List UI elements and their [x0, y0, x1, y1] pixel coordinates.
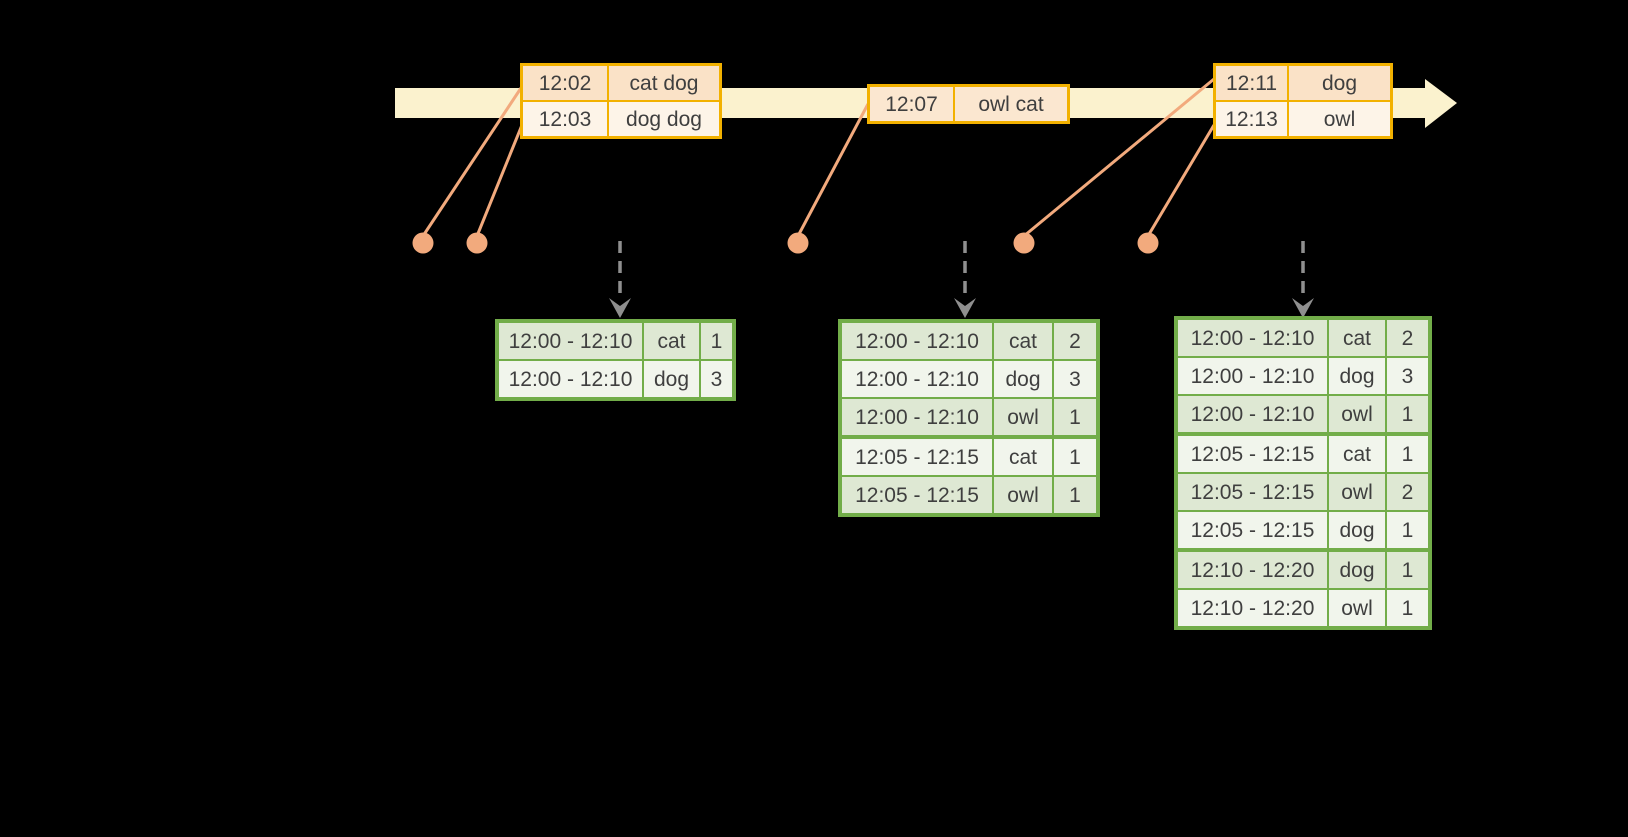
event-connector-line [1146, 124, 1216, 237]
result-count-cell: 2 [1401, 326, 1414, 350]
timeline-arrowhead-icon [1425, 79, 1457, 128]
result-window-cell: 12:00 - 12:10 [842, 361, 994, 397]
result-count-cell: 1 [710, 329, 723, 353]
event-connector-line [421, 87, 523, 237]
event-words-cell: owl cat [978, 92, 1044, 116]
event-table: 12:02 cat dog 12:03 dog dog [520, 63, 722, 139]
event-connector-line [1023, 77, 1215, 238]
result-key-cell: cat [994, 439, 1054, 475]
event-row: 12:07 owl cat [870, 87, 1067, 121]
event-words-cell: dog [1321, 71, 1358, 95]
result-window-cell: 12:00 - 12:10 [1178, 358, 1329, 394]
result-key-cell: cat [644, 323, 701, 359]
result-window-cell: 12:05 - 12:15 [842, 477, 994, 513]
event-connector-line [796, 103, 870, 237]
result-count-cell: 1 [1401, 402, 1414, 426]
result-window-cell: 12:10 - 12:20 [1178, 590, 1329, 626]
result-count-cell: 1 [1069, 483, 1081, 507]
result-count-cell: 1 [1401, 518, 1414, 542]
result-window-cell: 12:00 - 12:10 [499, 361, 644, 397]
trigger-arrowhead-icon [609, 298, 631, 318]
result-count-cell: 2 [1069, 329, 1081, 353]
event-dot [412, 232, 434, 254]
result-key-cell: owl [994, 399, 1054, 435]
result-key-cell: dog [1329, 512, 1387, 548]
result-count-cell: 1 [1401, 596, 1414, 620]
result-key-cell: cat [1329, 436, 1387, 472]
event-time-cell: 12:13 [1216, 102, 1289, 136]
event-time-cell: 12:07 [870, 87, 955, 121]
result-window-cell: 12:10 - 12:20 [1178, 552, 1329, 588]
result-count-cell: 3 [1069, 367, 1081, 391]
event-time-cell: 12:02 [523, 66, 609, 100]
result-window-cell: 12:00 - 12:10 [842, 399, 994, 435]
result-key-cell: cat [994, 323, 1054, 359]
result-window-cell: 12:00 - 12:10 [1178, 396, 1329, 432]
result-key-cell: dog [1329, 358, 1387, 394]
event-dot [1013, 232, 1035, 254]
result-key-cell: dog [994, 361, 1054, 397]
result-key-cell: dog [1329, 552, 1387, 588]
result-count-cell: 2 [1401, 480, 1414, 504]
result-count-cell: 1 [1069, 445, 1081, 469]
result-window-cell: 12:05 - 12:15 [842, 439, 994, 475]
result-count-cell: 1 [1069, 405, 1081, 429]
trigger-arrowhead-icon [954, 298, 976, 318]
event-words-cell: dog dog [626, 107, 702, 131]
result-key-cell: dog [644, 361, 701, 397]
event-dot [787, 232, 809, 254]
event-dot [466, 232, 488, 254]
event-table: 12:11 dog 12:13 owl [1213, 63, 1393, 139]
result-count-cell: 1 [1401, 442, 1414, 466]
result-window-cell: 12:00 - 12:10 [842, 323, 994, 359]
event-row: 12:11 dog [1216, 66, 1390, 100]
result-key-cell: owl [994, 477, 1054, 513]
result-count-cell: 3 [710, 367, 723, 391]
result-count-cell: 1 [1401, 558, 1414, 582]
result-key-cell: owl [1329, 474, 1387, 510]
event-words-cell: owl [1323, 107, 1356, 131]
trigger-arrowhead-icon [1292, 298, 1314, 318]
event-row: 12:03 dog dog [523, 100, 719, 136]
event-table: 12:07 owl cat [867, 84, 1070, 124]
event-time-cell: 12:03 [523, 102, 609, 136]
event-dot [1137, 232, 1159, 254]
event-row: 12:13 owl [1216, 100, 1390, 136]
event-time-cell: 12:11 [1216, 66, 1289, 100]
result-window-cell: 12:05 - 12:15 [1178, 436, 1329, 472]
event-row: 12:02 cat dog [523, 66, 719, 100]
event-connector-line [475, 124, 524, 237]
result-window-cell: 12:00 - 12:10 [499, 323, 644, 359]
result-window-cell: 12:05 - 12:15 [1178, 474, 1329, 510]
result-key-cell: cat [1329, 320, 1387, 356]
event-words-cell: cat dog [629, 71, 699, 95]
result-count-cell: 3 [1401, 364, 1414, 388]
result-key-cell: owl [1329, 590, 1387, 626]
result-window-cell: 12:00 - 12:10 [1178, 320, 1329, 356]
result-key-cell: owl [1329, 396, 1387, 432]
result-window-cell: 12:05 - 12:15 [1178, 512, 1329, 548]
